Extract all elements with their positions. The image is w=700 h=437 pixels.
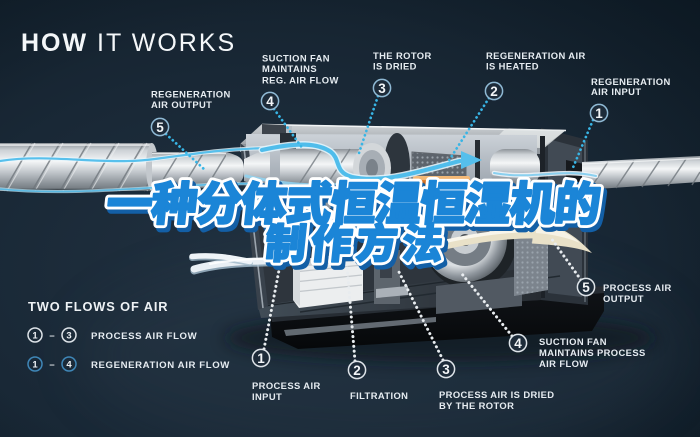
svg-text:PROCESS AIR FLOW: PROCESS AIR FLOW	[91, 331, 198, 342]
svg-text:1: 1	[32, 360, 38, 371]
svg-text:–: –	[49, 360, 54, 371]
svg-text:1: 1	[257, 351, 265, 366]
svg-text:5: 5	[582, 280, 590, 295]
svg-text:THE ROTOR: THE ROTOR	[373, 50, 432, 61]
svg-text:FILTRATION: FILTRATION	[350, 390, 408, 401]
svg-text:–: –	[49, 331, 54, 342]
svg-text:3: 3	[442, 362, 450, 377]
svg-text:INPUT: INPUT	[252, 391, 282, 402]
svg-text:2: 2	[353, 363, 361, 378]
svg-text:IS HEATED: IS HEATED	[486, 61, 539, 72]
svg-text:3: 3	[378, 81, 386, 96]
svg-text:REGENERATION: REGENERATION	[151, 89, 231, 100]
svg-text:4: 4	[66, 360, 72, 371]
svg-text:HOW IT WORKS: HOW IT WORKS	[21, 29, 236, 57]
svg-text:OUTPUT: OUTPUT	[603, 293, 644, 304]
svg-text:IS DRIED: IS DRIED	[373, 61, 417, 72]
svg-text:REGENERATION: REGENERATION	[591, 76, 671, 87]
svg-text:SUCTION FAN: SUCTION FAN	[539, 336, 607, 347]
svg-text:AIR INPUT: AIR INPUT	[591, 86, 641, 97]
svg-text:SUCTION FAN: SUCTION FAN	[262, 53, 330, 64]
svg-text:REGENERATION AIR FLOW: REGENERATION AIR FLOW	[91, 360, 230, 371]
svg-text:BY THE ROTOR: BY THE ROTOR	[439, 400, 514, 411]
svg-text:3: 3	[66, 331, 71, 342]
svg-text:2: 2	[490, 84, 498, 99]
svg-text:PROCESS AIR IS DRIED: PROCESS AIR IS DRIED	[439, 389, 554, 400]
svg-text:REGENERATION AIR: REGENERATION AIR	[486, 50, 586, 61]
svg-text:1: 1	[32, 331, 38, 342]
svg-text:5: 5	[156, 120, 164, 135]
svg-text:MAINTAINS PROCESS: MAINTAINS PROCESS	[539, 347, 646, 358]
svg-text:1: 1	[595, 106, 603, 121]
svg-text:MAINTAINS: MAINTAINS	[262, 63, 317, 74]
svg-text:4: 4	[514, 336, 522, 351]
svg-text:TWO FLOWS OF AIR: TWO FLOWS OF AIR	[28, 299, 168, 314]
svg-text:AIR OUTPUT: AIR OUTPUT	[151, 99, 212, 110]
svg-text:PROCESS AIR: PROCESS AIR	[252, 380, 321, 391]
svg-text:AIR FLOW: AIR FLOW	[539, 358, 589, 369]
svg-text:REG. AIR FLOW: REG. AIR FLOW	[262, 75, 339, 86]
svg-text:PROCESS AIR: PROCESS AIR	[603, 282, 672, 293]
svg-text:4: 4	[266, 94, 274, 109]
